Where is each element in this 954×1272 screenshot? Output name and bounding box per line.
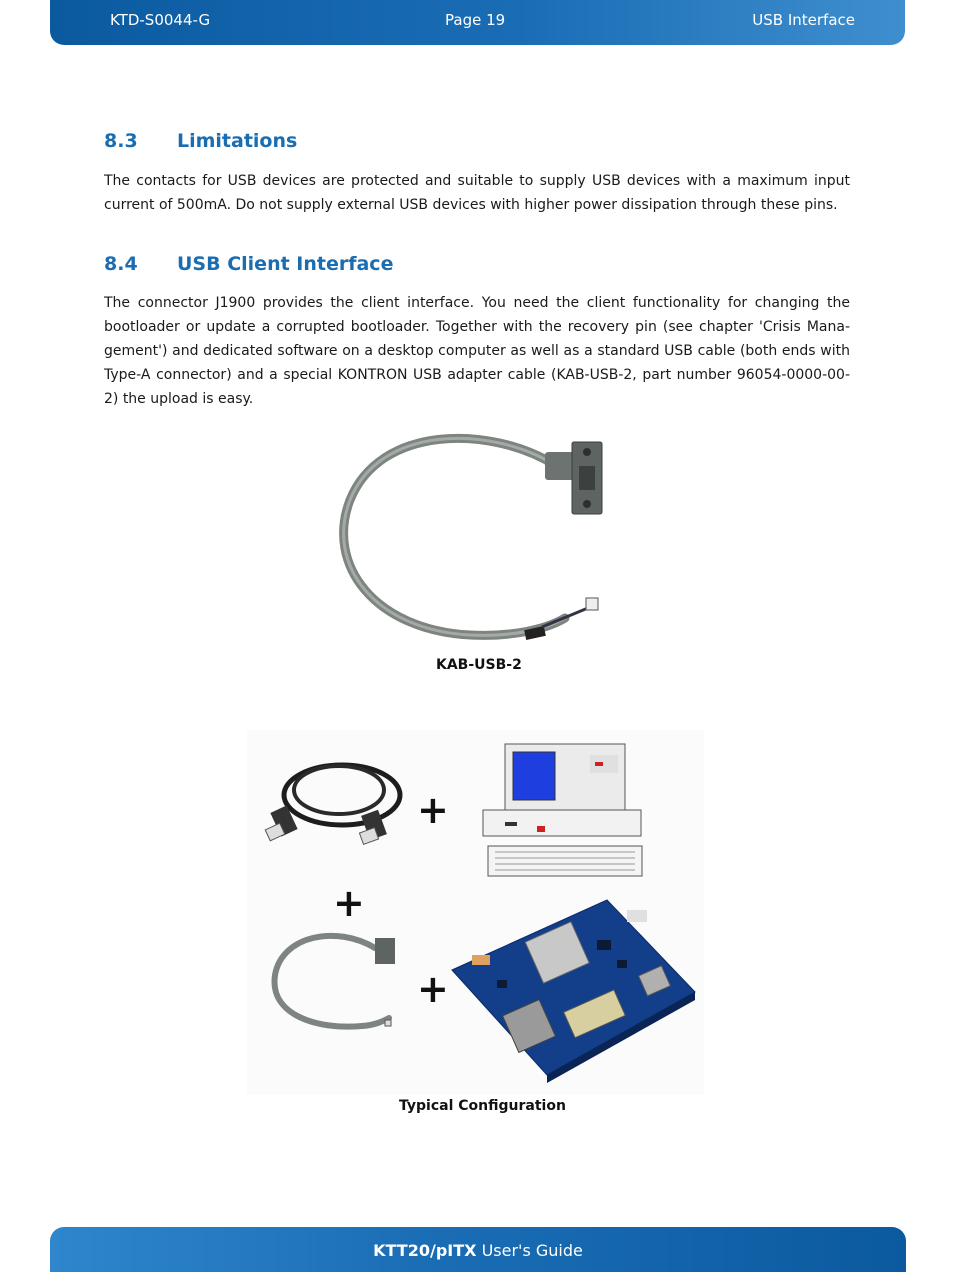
section-8-3-body: The contacts for USB devices are protect…: [104, 173, 850, 213]
guide-label: User's Guide: [481, 1241, 583, 1260]
page-header: KTD-S0044-G Page 19 USB Interface: [50, 0, 905, 45]
desktop-computer-icon: [482, 743, 643, 877]
typical-configuration-image: + + +: [247, 730, 704, 1095]
configuration-figure-caption: Typical Configuration: [399, 1098, 566, 1114]
section-title: USB Client Interface: [177, 253, 394, 275]
section-8-4-heading: 8.4 USB Client Interface: [104, 253, 393, 275]
section-8-3-heading: 8.3 Limitations: [104, 130, 297, 152]
product-name: KTT20/pITX: [373, 1241, 477, 1260]
cable-figure-caption: KAB-USB-2: [436, 657, 522, 673]
kab-usb-2-cable-image: [330, 430, 625, 655]
document-id: KTD-S0044-G: [110, 11, 211, 29]
section-8-4-body: The connector J1900 provides the client …: [104, 295, 850, 407]
page-footer: KTT20/pITX User's Guide: [50, 1227, 906, 1272]
plus-sign: +: [417, 967, 449, 1011]
header-section-title: USB Interface: [752, 11, 855, 29]
section-number: 8.3: [104, 130, 138, 152]
section-title: Limitations: [177, 130, 298, 152]
adapter-cable-icon: [271, 932, 395, 1030]
plus-sign: +: [333, 881, 365, 925]
page-number: Page 19: [445, 11, 506, 29]
usb-cable-icon: [264, 762, 403, 846]
pitx-board-icon: [451, 899, 696, 1083]
plus-sign: +: [417, 788, 449, 832]
section-number: 8.4: [104, 253, 138, 275]
